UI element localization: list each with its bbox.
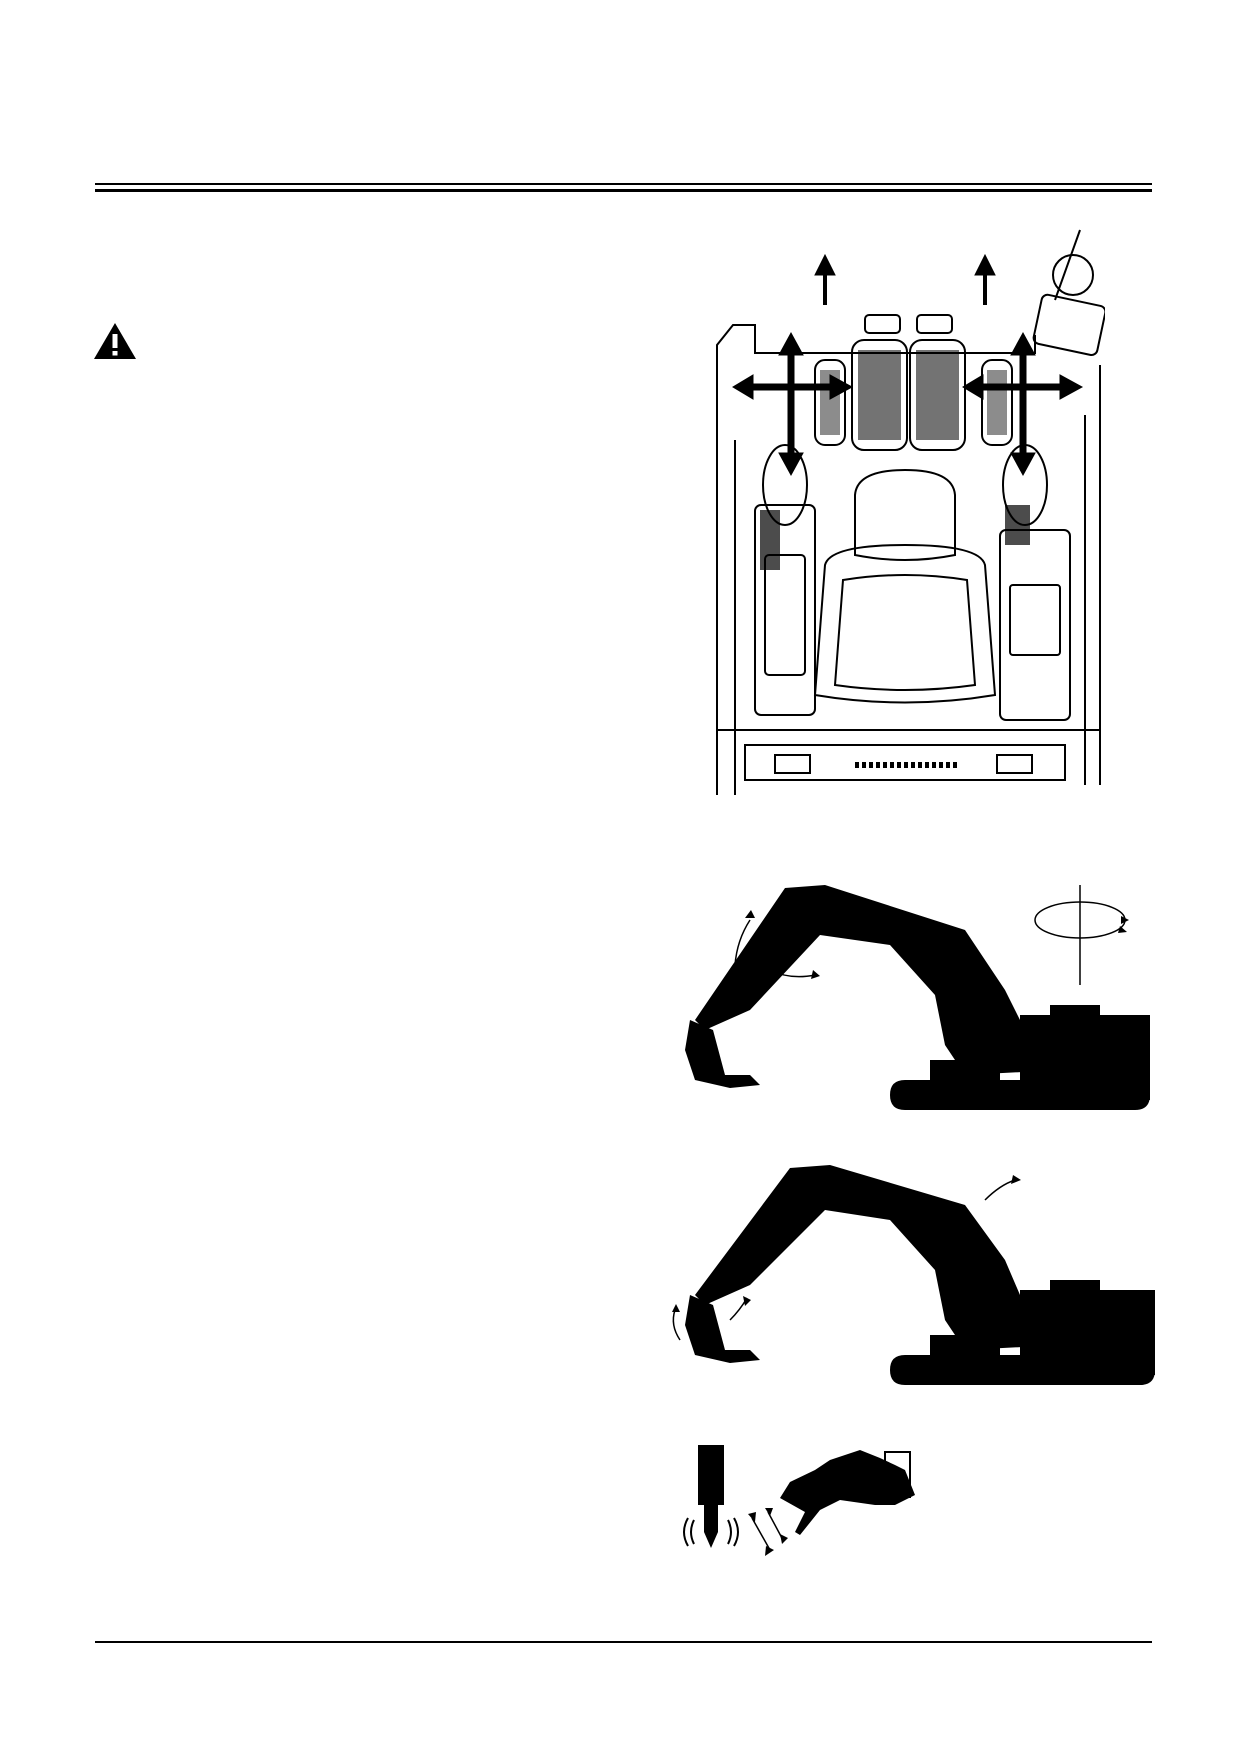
attachments-figure [683, 1445, 915, 1556]
warning-icon [94, 323, 136, 359]
excavator-swing-figure [685, 885, 1150, 1110]
footer-rule [95, 1641, 1152, 1643]
header-rule-thick [95, 189, 1152, 192]
cab-controls-figure [716, 229, 1105, 795]
header-rule-thin [95, 183, 1152, 185]
excavator-dig-figure [672, 1165, 1155, 1385]
